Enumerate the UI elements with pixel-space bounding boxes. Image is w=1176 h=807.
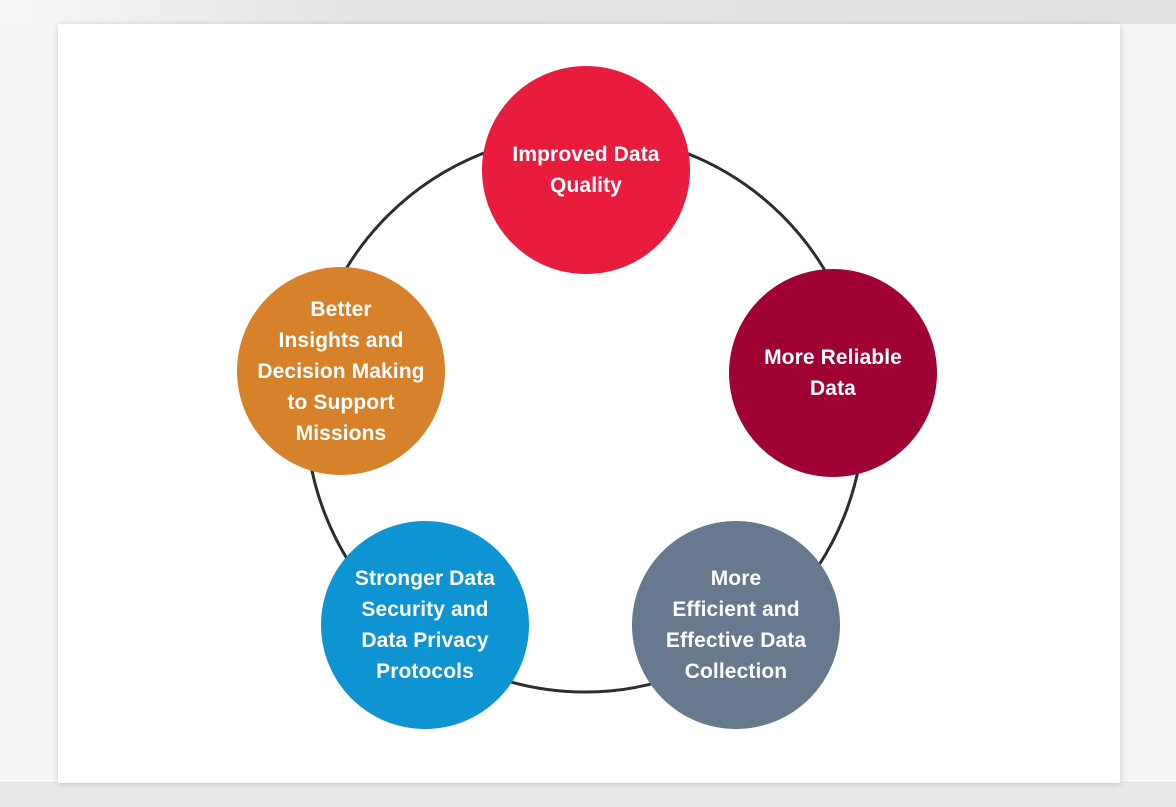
node-improved-data-quality: Improved Data Quality (482, 66, 690, 274)
node-label: More Reliable Data (764, 346, 902, 400)
node-label: Stronger Data Security and Data Privacy … (354, 567, 496, 683)
node-more-efficient-effective-data-collection: More Efficient and Effective Data Collec… (632, 521, 840, 729)
node-label: More Efficient and Effective Data Collec… (665, 567, 807, 683)
page-top-shadow-strip (0, 0, 1176, 24)
node-label: Better Insights and Decision Making to S… (257, 297, 425, 445)
node-stronger-data-security-privacy-protocols: Stronger Data Security and Data Privacy … (321, 521, 529, 729)
node-more-reliable-data: More Reliable Data (729, 269, 937, 477)
node-label: Improved Data Quality (512, 143, 660, 197)
node-better-insights-decision-making: Better Insights and Decision Making to S… (237, 267, 445, 475)
page-bottom-shadow-strip (0, 782, 1176, 807)
